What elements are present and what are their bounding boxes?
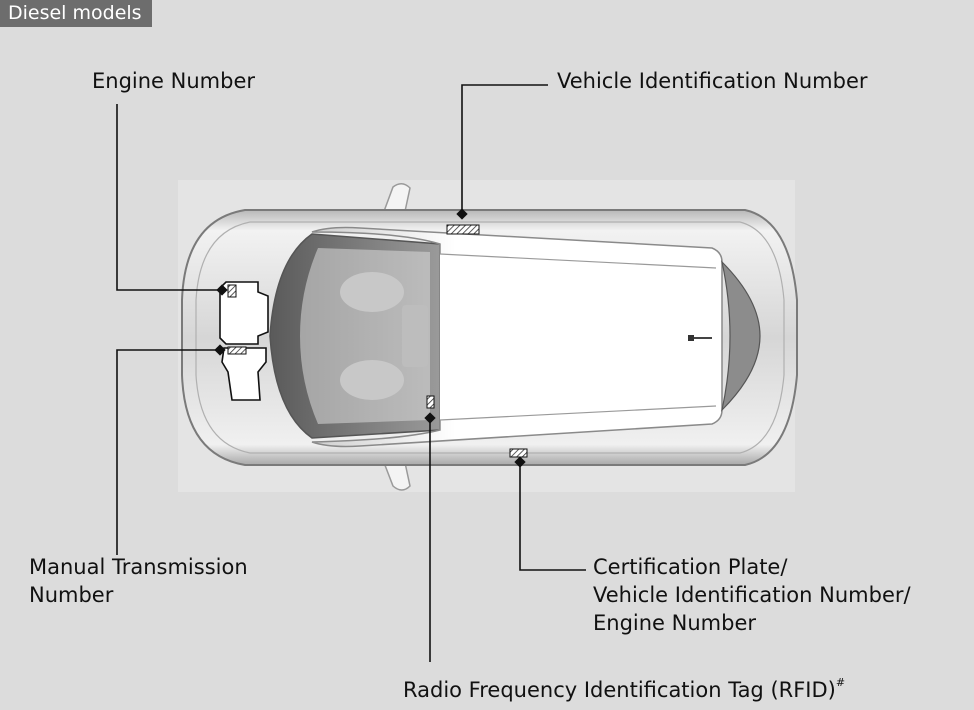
engine-number-plate bbox=[227, 284, 237, 298]
rfid-text: Radio Frequency Identification Tag (RFID… bbox=[403, 678, 836, 702]
vin-leader bbox=[461, 84, 548, 214]
manual-transmission-label: Manual Transmission Number bbox=[29, 553, 248, 609]
certification-plate bbox=[509, 448, 528, 458]
manual-transmission-line1: Manual Transmission bbox=[29, 555, 248, 579]
certification-line2: Vehicle Identification Number/ bbox=[593, 583, 911, 607]
rfid-label: Radio Frequency Identification Tag (RFID… bbox=[403, 672, 845, 704]
rear-glass bbox=[720, 260, 761, 412]
engine-number-leader bbox=[116, 104, 222, 291]
rfid-footnote-mark: # bbox=[835, 676, 846, 689]
transmission-block bbox=[221, 347, 267, 401]
engine-number-label: Engine Number bbox=[92, 69, 256, 93]
section-tag: Diesel models bbox=[0, 0, 152, 27]
manual-transmission-line2: Number bbox=[29, 583, 114, 607]
certification-line3: Engine Number bbox=[593, 611, 757, 635]
vin-plate bbox=[446, 224, 480, 235]
certification-label: Certification Plate/ Vehicle Identificat… bbox=[593, 553, 911, 637]
certification-leader bbox=[519, 462, 586, 571]
left-mirror bbox=[381, 183, 411, 217]
vin-label: Vehicle Identification Number bbox=[557, 69, 868, 93]
transmission-number-plate bbox=[227, 346, 247, 355]
transmission-number-leader bbox=[116, 349, 220, 555]
certification-line1: Certification Plate/ bbox=[593, 555, 788, 579]
rfid-tag bbox=[426, 395, 435, 409]
